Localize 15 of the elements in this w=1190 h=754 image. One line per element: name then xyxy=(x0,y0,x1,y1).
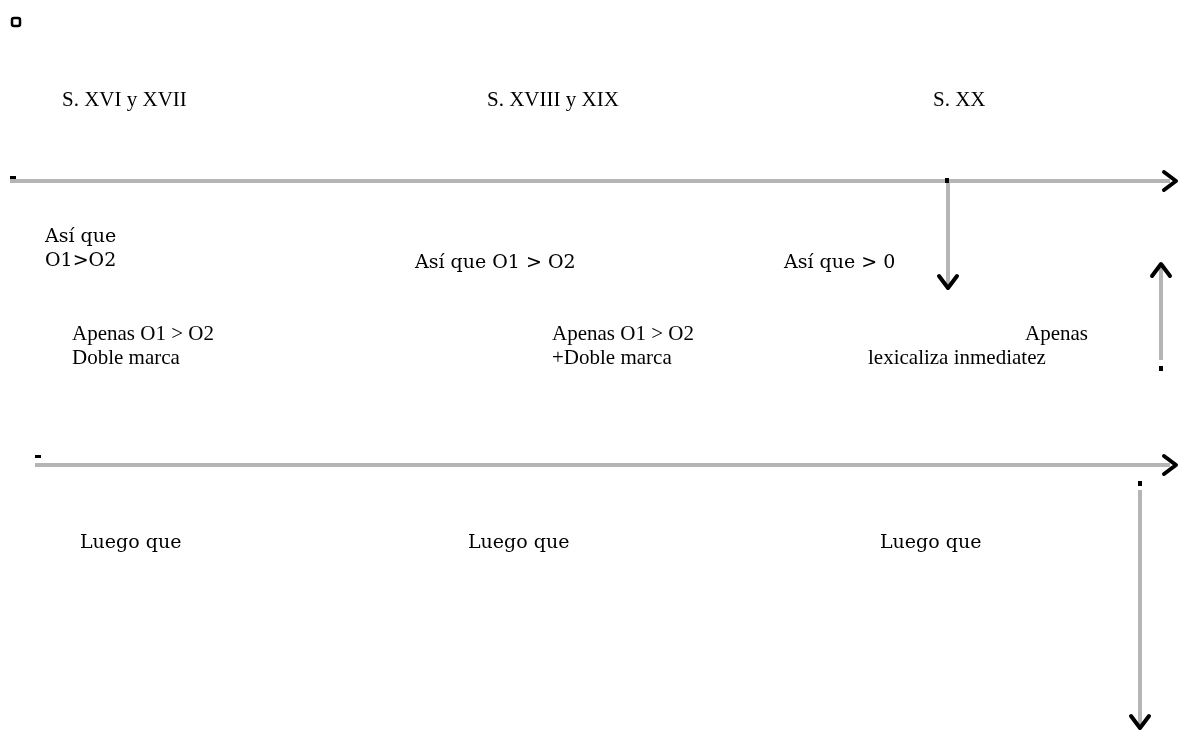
timeline-label: Luego que xyxy=(80,530,182,554)
timeline-label: lexicaliza inmediatez xyxy=(868,345,1046,371)
timeline-label: Así que > 0 xyxy=(784,250,896,274)
timeline-label: Luego que xyxy=(468,530,570,554)
timeline-label: Apenas O1 > O2 xyxy=(552,320,694,347)
timeline-label: Apenas xyxy=(1025,320,1088,347)
timeline-label: Luego que xyxy=(880,530,982,554)
timeline-label: +Doble marca xyxy=(552,345,672,371)
timeline-label: S. XX xyxy=(933,86,986,113)
timeline-label: S. XVIII y XIX xyxy=(487,86,619,113)
timeline-label: S. XVI y XVII xyxy=(62,86,187,113)
timeline-label: Así que O1>O2 xyxy=(45,224,118,272)
timeline-label: Apenas O1 > O2 xyxy=(72,320,214,347)
timeline-label: Así que O1 > O2 xyxy=(415,250,576,274)
timeline-label: Doble marca xyxy=(72,345,180,371)
